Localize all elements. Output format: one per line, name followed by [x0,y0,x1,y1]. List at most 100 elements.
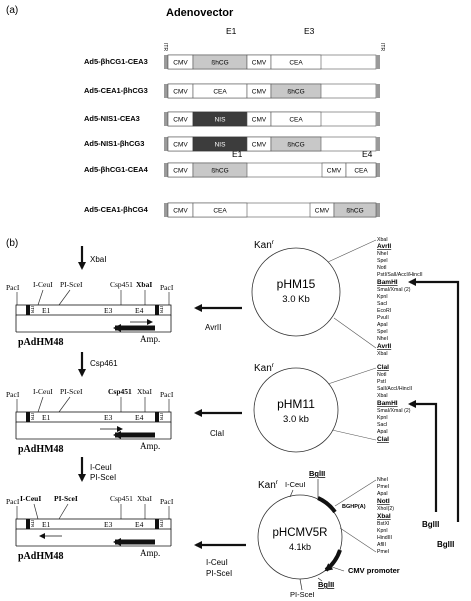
e1-label: E1 [42,520,51,529]
segment-label: CEA [213,89,227,96]
itr-text: ITR [30,413,35,421]
itr-right-cap [376,137,380,151]
segment-label: CMV [252,89,267,96]
adenovirus-genome-bar [15,518,172,530]
segment-label: ßhCG [346,208,363,215]
site-tick [317,577,323,582]
site-tick [58,289,71,306]
adenovector-map: PacI I-CeuI PI-SceI Csp451 XbaI PacI ITR… [6,494,174,562]
plscei-label: PI-SceI [54,494,78,503]
cea-box [192,202,248,218]
itr-right-cap [376,163,380,177]
site-tick [33,503,39,520]
construct-name: Ad5-CEA1-βhCG4 [84,205,149,214]
bhcg-box [270,83,322,99]
cmv-promoter-label: CMV promoter [348,566,400,575]
segment-label: ßhCG [211,168,228,175]
itr-left-cap [164,55,168,69]
itr-block [155,412,159,422]
adenovector-map: PacI I-CeuI PI-SceI Csp451 XbaI PacI ITR… [6,280,174,348]
e1-label: E1 [42,306,51,315]
plasmid-name: pHCMV5R [273,527,328,539]
bglii-label: BglII [309,469,325,478]
mcs-site: AflII [377,542,386,548]
ligation-enzyme-label: I-CeuI [206,558,228,567]
segment-label: CMV [173,142,188,149]
amp-label: Amp. [140,441,160,451]
itr-right-cap [376,203,380,217]
construct-row: Ad5-NIS1-CEA3 CMV NIS CMV CEA [84,111,380,127]
bhcg-box [270,136,322,152]
e4-label: E4 [135,306,144,315]
mcs-leader-line [331,429,377,441]
mcs-site: ApaI [377,491,388,497]
plasmid-circle [253,367,339,453]
mcs-site: SacI [377,301,387,307]
pacl-left-label: PacI [6,283,20,292]
segment-label: CMV [173,208,188,215]
mcs-site: EcoRI [377,308,391,314]
construct-row: Ad5-CEA1-βhCG4 CMV CEA CMV ßhCG [84,202,380,218]
panel-b-label: (b) [6,238,18,249]
step-enzyme-label: Csp461 [90,359,118,368]
e3-header: E3 [304,26,315,36]
e3-label: E3 [104,413,113,422]
mcs-site: BamHI [377,279,398,286]
mcs-site: ClaI [377,364,389,371]
segment-label: CEA [289,117,303,124]
segment-label: ßhCG [211,60,228,67]
itr-left-cap [164,137,168,151]
itr-text: ITR [159,306,164,314]
segment-label: NIS [215,142,227,149]
mcs-site: NheI [377,477,388,483]
itr-left-cap [164,163,168,177]
iceui-label: I-CeuI [33,387,53,396]
segment-label: CEA [289,60,303,67]
plasmid-circle [251,247,341,337]
pacl-right-label: PacI [160,283,174,292]
pacl-right-label: PacI [160,497,174,506]
itr-left-cap [164,112,168,126]
e4-label: E4 [135,413,144,422]
cea-box [270,54,322,70]
itr-right-cap [376,112,380,126]
mcs-site: XbaI [377,513,391,520]
construct-row: Ad5-βhCG1-CEA3 CMV ßhCG CMV CEA [84,54,380,70]
panel-a-title: Adenovector [166,7,234,19]
mcs-label-list: NheI PmeI ApaI NotI XhoI(2) XbaI BstXI K… [377,477,394,555]
e1-header-bottom: E1 [232,149,243,159]
segment-label: CMV [173,168,188,175]
step-enzyme-label: I-CeuI [90,463,112,472]
site1-label: Csp451 [110,280,133,289]
mcs-site: PvuII [377,315,389,321]
itr-block [26,519,30,529]
construct-name: Ad5-βhCG1-CEA3 [84,57,148,66]
segment-label: ßhCG [287,89,304,96]
itr-right-label: ITR [379,43,385,51]
mcs-site: XbaI [377,237,388,243]
adenovirus-genome-bar [15,411,172,423]
plasmid-phm11: Kanr pHM11 3.0 kb ClaI NotI PstI SalI/Ac… [253,362,412,453]
segment-label: NIS [215,117,227,124]
e4-header: E4 [362,149,373,159]
step-enzyme-label: XbaI [90,255,106,264]
segment-label: CMV [315,208,330,215]
kan-label: Kanr [254,362,275,374]
iceui-label: I-CeuI [33,280,53,289]
csp451-label: Csp451 [108,387,132,396]
itr-left-label: ITR [162,43,168,51]
xbai-label: XbaI [137,494,152,503]
itr-right-cap [376,55,380,69]
mcs-site: HindIII [377,535,392,541]
pacl-left-label: PacI [6,390,20,399]
e3-label: E3 [104,306,113,315]
itr-left-cap [164,84,168,98]
construct-name: Ad5-βhCG1-CEA4 [84,165,149,174]
site1-label: Csp451 [110,494,133,503]
kan-label: Kanr [254,239,275,251]
iceui-label: I-CeuI [20,494,41,503]
mcs-site: SpeI [377,329,388,335]
bhcg-box [192,162,248,178]
segment-label: CMV [173,89,188,96]
mcs-site: KpnI [377,528,388,534]
